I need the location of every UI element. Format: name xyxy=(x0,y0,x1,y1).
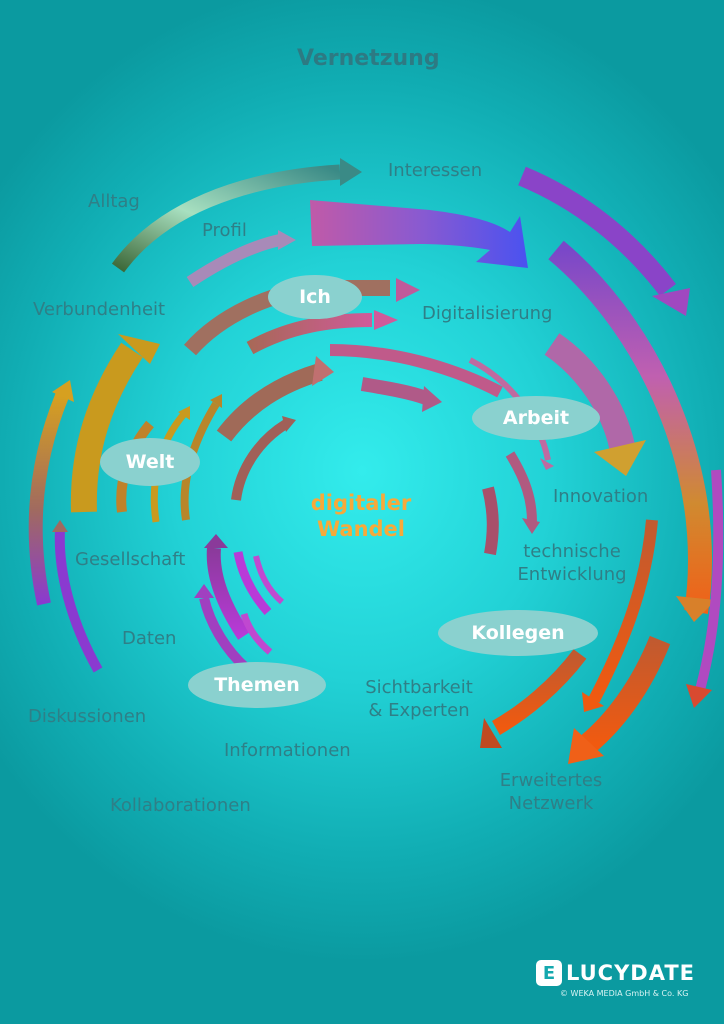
arrow-themen-1 xyxy=(206,547,250,640)
arrowhead-kollegen-sichtbarkeit xyxy=(480,718,502,748)
arrow-inner-left-1 xyxy=(216,363,323,442)
center-line2: Wandel xyxy=(316,517,405,541)
arrowhead-profil xyxy=(278,230,296,250)
label-technische-line1: technische xyxy=(523,541,621,562)
arrowhead-arbeit-1 xyxy=(540,458,554,470)
center-label: digitaler Wandel xyxy=(296,490,426,542)
label-innovation: Innovation xyxy=(553,486,649,507)
arrow-kollegen-sichtbarkeit xyxy=(491,649,587,735)
label-informationen: Informationen xyxy=(224,740,351,761)
label-daten: Daten xyxy=(122,628,177,649)
arrowhead-ich-1 xyxy=(396,278,420,302)
node-arbeit: Arbeit xyxy=(472,396,600,440)
diagram-title: Vernetzung xyxy=(297,46,440,71)
arrowhead-ich-2 xyxy=(374,310,398,330)
arrow-left-outer-1 xyxy=(28,393,69,606)
label-interessen: Interessen xyxy=(388,160,483,181)
arrowhead-inner-left-2 xyxy=(282,416,296,432)
arrow-themen-3 xyxy=(253,555,285,605)
arrowhead-inner-left-1 xyxy=(312,356,334,386)
arrow-profil xyxy=(186,234,282,287)
label-erweitertes-line1: Erweitertes xyxy=(499,770,603,791)
arrow-alltag-interessen xyxy=(111,164,341,273)
node-welt: Welt xyxy=(100,438,200,486)
arrow-arbeit-2 xyxy=(505,451,537,523)
arrowhead-arbeit-2 xyxy=(522,518,540,534)
center-line1: digitaler xyxy=(310,491,412,515)
arrow-right-outer-gold xyxy=(548,240,713,614)
label-diskussionen: Diskussionen xyxy=(28,706,147,727)
arrowhead-erweitertes-2 xyxy=(568,728,604,764)
arrowhead-ich-4 xyxy=(422,386,442,412)
label-sichtbarkeit-line2: & Experten xyxy=(368,700,470,721)
arrow-ich-2 xyxy=(246,313,373,355)
arrowhead-alltag-interessen xyxy=(340,158,362,186)
node-kollegen: Kollegen xyxy=(438,610,598,656)
node-ich: Ich xyxy=(268,275,362,319)
arrow-arbeit-3 xyxy=(482,486,499,556)
arrowhead-left-outer-2 xyxy=(52,520,68,532)
label-verbundenheit: Verbundenheit xyxy=(33,299,166,320)
arrowhead-right-edge xyxy=(686,684,712,708)
arrow-erweitertes-2 xyxy=(580,635,671,753)
arrowhead-welt-3 xyxy=(210,394,222,408)
arrow-ich-3 xyxy=(329,344,503,398)
label-erweitertes-netzwerk: Erweitertes Netzwerk xyxy=(486,769,616,815)
label-technische-entwicklung: technische Entwicklung xyxy=(507,540,637,586)
label-technische-line2: Entwicklung xyxy=(517,564,627,585)
arrow-themen-2 xyxy=(233,551,272,615)
label-alltag: Alltag xyxy=(88,191,140,212)
arrowhead-welt-2 xyxy=(178,406,190,420)
arrowhead-digitalisierung-innovation xyxy=(594,440,646,476)
arrowhead-interessen-right xyxy=(652,288,690,316)
logo-mark-letter: E xyxy=(542,962,556,984)
arrowhead-right-outer-gold xyxy=(676,596,716,622)
arrow-verbundenheit xyxy=(70,342,143,513)
node-themen: Themen xyxy=(188,662,326,708)
arrowhead-themen-1 xyxy=(204,534,228,548)
arrow-right-edge xyxy=(695,469,724,692)
logo-name: LUCYDATE xyxy=(566,961,696,985)
label-sichtbarkeit-line1: Sichtbarkeit xyxy=(365,677,473,698)
label-erweitertes-line2: Netzwerk xyxy=(508,793,594,814)
label-profil: Profil xyxy=(202,220,247,241)
arrow-ich-4 xyxy=(360,377,429,405)
label-gesellschaft: Gesellschaft xyxy=(75,549,186,570)
arrowhead-verbundenheit xyxy=(118,334,160,364)
arrowhead-themen-4 xyxy=(194,584,214,598)
arrow-interessen-right xyxy=(518,166,676,297)
arrow-erweitertes-1 xyxy=(588,519,658,703)
arrowhead-erweitertes-1 xyxy=(582,692,604,712)
arrow-inner-left-2 xyxy=(231,419,289,501)
arrowhead-left-outer-1 xyxy=(52,380,74,402)
arrow-digitalisierung-innovation xyxy=(544,333,635,450)
label-kollaborationen: Kollaborationen xyxy=(110,795,251,816)
label-sichtbarkeit-experten: Sichtbarkeit & Experten xyxy=(356,676,482,722)
lucydate-logo: E LUCYDATE xyxy=(536,960,695,986)
logo-e-icon: E xyxy=(536,960,562,986)
label-digitalisierung: Digitalisierung xyxy=(422,303,553,324)
arrow-themen-5 xyxy=(240,612,273,655)
arrow-left-outer-2 xyxy=(54,529,103,673)
copyright-text: © WEKA MEDIA GmbH & Co. KG xyxy=(560,989,689,998)
arrow-profil-digitalisierung xyxy=(310,200,528,268)
